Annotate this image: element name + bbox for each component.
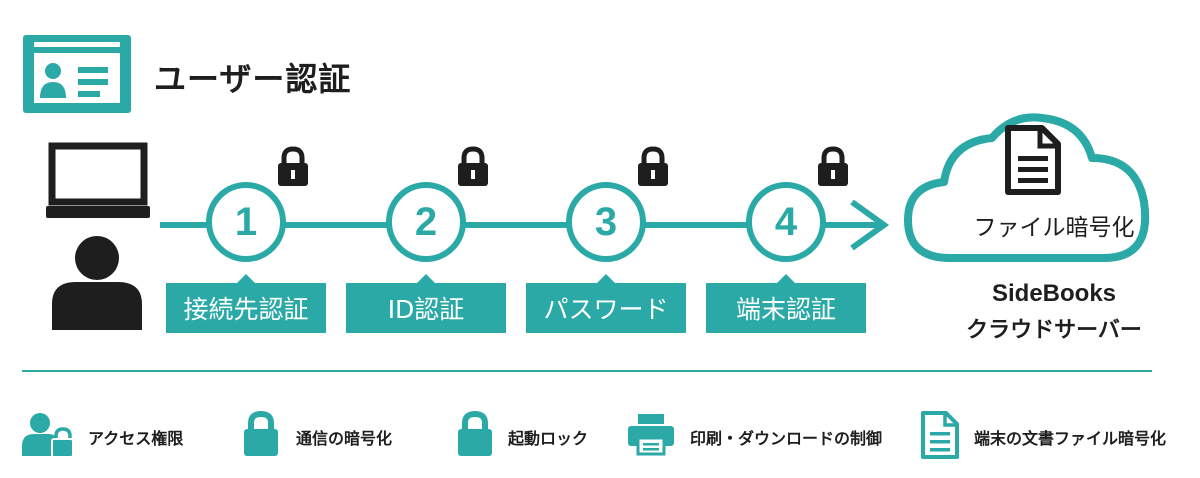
step-2-circle: 2 xyxy=(386,182,466,262)
lock-icon xyxy=(458,410,492,456)
page-title: ユーザー認証 xyxy=(154,60,352,98)
step-1-circle: 1 xyxy=(206,182,286,262)
step-3-circle: 3 xyxy=(566,182,646,262)
server-name: SideBooks xyxy=(991,280,1117,307)
user-icon xyxy=(52,236,142,330)
lock-icon xyxy=(638,146,668,186)
step-1-label: 接続先認証 xyxy=(166,274,326,333)
document-icon xyxy=(921,411,959,459)
lock-icon xyxy=(244,410,278,456)
feature-label-startup-lock: 起動ロック xyxy=(508,429,589,448)
user-lock-icon xyxy=(22,413,74,458)
cloud-label: ファイル暗号化 xyxy=(973,215,1135,241)
step-1-number: 1 xyxy=(234,199,258,244)
feature-label-encryption: 通信の暗号化 xyxy=(296,429,393,448)
lock-icon xyxy=(278,146,308,186)
feature-label-print-control: 印刷・ダウンロードの制御 xyxy=(690,429,883,448)
step-2-number: 2 xyxy=(414,199,438,244)
step-4-number: 4 xyxy=(774,199,798,244)
printer-icon xyxy=(628,414,674,456)
divider xyxy=(22,370,1152,372)
step-4-label: 端末認証 xyxy=(706,274,866,333)
document-icon xyxy=(1005,125,1061,195)
feature-label-file-encryption: 端末の文書ファイル暗号化 xyxy=(974,429,1167,448)
lock-icon xyxy=(458,146,488,186)
id-card-icon xyxy=(23,35,131,113)
step-3-label: パスワード xyxy=(526,274,686,333)
lock-icon xyxy=(818,146,848,186)
step-2-label: ID認証 xyxy=(346,274,506,333)
feature-label-access: アクセス権限 xyxy=(88,429,184,448)
server-description: クラウドサーバー xyxy=(966,318,1142,343)
step-4-circle: 4 xyxy=(746,182,826,262)
laptop-icon xyxy=(46,142,150,218)
step-3-number: 3 xyxy=(594,199,618,244)
